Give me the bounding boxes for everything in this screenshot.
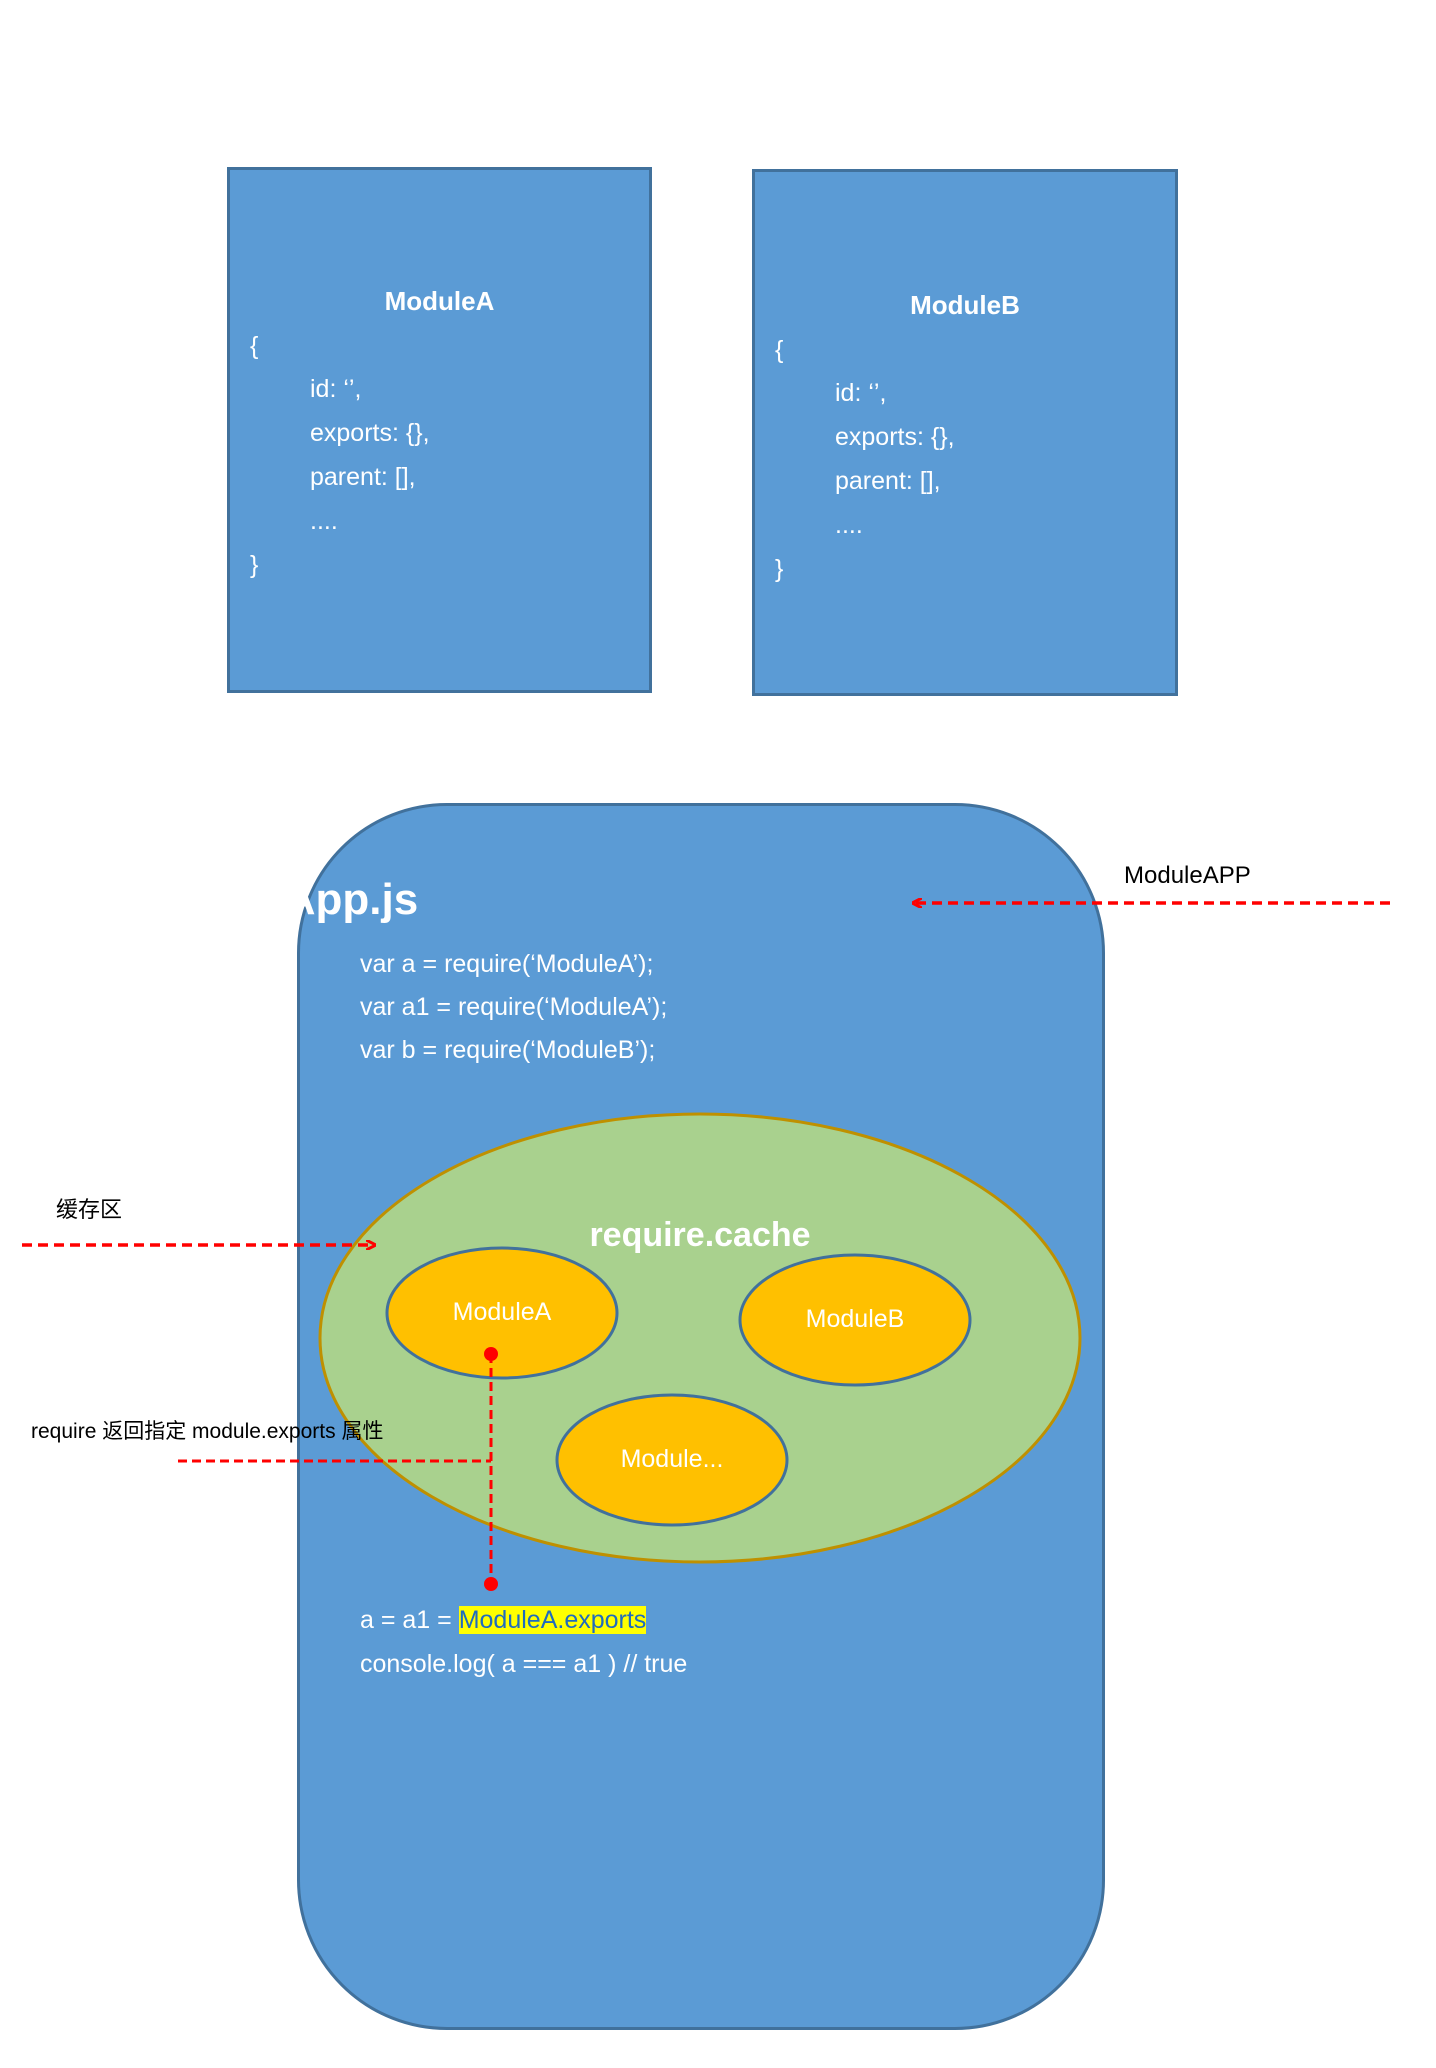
app-title: App.js <box>283 875 419 924</box>
result-prefix: a = a1 = <box>360 1606 459 1634</box>
module-b-title: ModuleB <box>910 290 1020 320</box>
require-return-label: require 返回指定 module.exports 属性 <box>31 1420 384 1443</box>
cache-module-other-label: Module... <box>620 1445 724 1473</box>
module-a-close-brace: } <box>250 551 259 579</box>
module-b-close-brace: } <box>775 555 784 583</box>
exports-connector-end-dot <box>484 1577 498 1591</box>
module-a-title: ModuleA <box>384 286 495 316</box>
app-code-line-2: var a1 = require(‘ModuleA’); <box>360 993 668 1021</box>
module-a-ellipsis: .... <box>310 507 338 535</box>
module-app-label: ModuleAPP <box>1124 862 1251 889</box>
module-a-box: ModuleA { id: ‘’, exports: {}, parent: [… <box>227 167 652 693</box>
cache-module-other-ellipse <box>555 1393 789 1527</box>
cache-area-label: 缓存区 <box>56 1197 123 1222</box>
cache-module-a-ellipse <box>385 1246 619 1380</box>
module-b-ellipsis: .... <box>835 511 863 539</box>
module-b-parent: parent: [], <box>835 467 941 495</box>
module-a-exports-highlight: ModuleA.exports <box>458 1606 647 1634</box>
cache-module-b-label: ModuleB <box>805 1305 905 1333</box>
result-line: a = a1 = ModuleA.exports <box>360 1606 647 1635</box>
module-a-open-brace: { <box>250 332 259 360</box>
module-b-exports: exports: {}, <box>835 423 955 451</box>
require-cache-title: require.cache <box>589 1216 811 1254</box>
console-line: console.log( a === a1 ) // true <box>360 1650 688 1678</box>
cache-module-a-label: ModuleA <box>452 1298 552 1326</box>
module-b-id: id: ‘’, <box>835 379 887 407</box>
module-b-box: ModuleB { id: ‘’, exports: {}, parent: [… <box>752 169 1178 696</box>
module-a-exports: exports: {}, <box>310 419 430 447</box>
require-cache-ellipse <box>318 1112 1082 1564</box>
cache-module-b-ellipse <box>738 1253 972 1387</box>
module-a-id: id: ‘’, <box>310 375 362 403</box>
app-code-line-3: var b = require(‘ModuleB’); <box>360 1036 656 1064</box>
exports-connector-start-dot <box>484 1347 498 1361</box>
app-code-line-1: var a = require(‘ModuleA’); <box>360 950 654 978</box>
module-b-open-brace: { <box>775 336 784 364</box>
module-a-parent: parent: [], <box>310 463 416 491</box>
